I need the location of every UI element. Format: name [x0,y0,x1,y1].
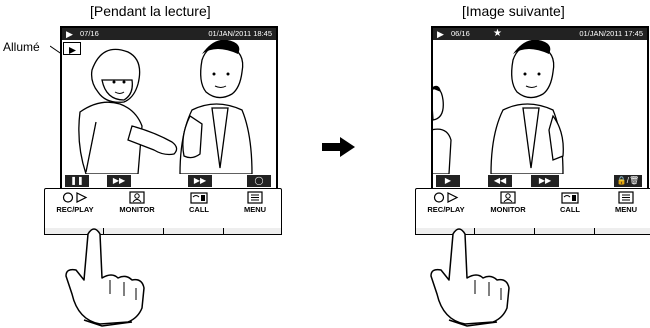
status-bar: ▶ 07/16 01/JAN/2011 18:45 [62,28,276,40]
previous-button[interactable]: ◀◀ [488,175,512,187]
call-icon [561,191,579,204]
call-icon [190,191,208,204]
visitor-image [433,40,647,174]
caption-next-image: [Image suivante] [462,3,565,19]
play-icon: ▶ [66,28,73,40]
menu-label: MENU [615,205,637,214]
fast-forward-button[interactable]: ▶▶ [107,175,131,187]
playback-controls: ❚❚ ▶▶ ▶▶ ◯ [62,174,276,188]
monitor-button[interactable]: MONITOR [488,191,528,214]
right-arrow-icon [322,136,356,158]
fast-forward-icon: ▶▶ [194,176,206,185]
pause-button[interactable]: ❚❚ [65,175,89,187]
call-label: CALL [560,205,580,214]
call-button[interactable]: CALL [179,191,219,214]
monitor-button[interactable]: MONITOR [117,191,157,214]
play-icon: ▶ [437,28,444,40]
image-datetime: 01/JAN/2011 18:45 [208,28,272,40]
pressing-hand [425,224,515,328]
monitor-icon [129,191,145,204]
pressing-hand [60,224,150,328]
menu-button[interactable]: MENU [606,191,646,214]
rec-play-button[interactable]: REC/PLAY [426,191,466,214]
image-counter: 07/16 [80,28,99,40]
rec-play-icon [431,191,461,204]
rec-play-label: REC/PLAY [56,205,93,214]
lit-indicator-label: Allumé [3,40,40,54]
next-button[interactable]: ▶▶ [531,175,559,187]
visitor-image [62,40,276,174]
caption-during-playback: [Pendant la lecture] [90,3,211,19]
monitor-label: MONITOR [119,205,154,214]
monitor-icon [500,191,516,204]
skip-back-icon: ◀◀ [494,176,506,185]
monitor-screen-next-image: ▶ 06/16 ★ 01/JAN/2011 17:45 ▶ ◀◀ ▶▶ 🔒/🗑 [431,26,649,190]
pause-icon: ❚❚ [70,176,83,185]
record-button[interactable]: ◯ [247,175,271,187]
play-icon: ▶ [445,176,451,185]
menu-label: MENU [244,205,266,214]
call-button[interactable]: CALL [550,191,590,214]
call-label: CALL [189,205,209,214]
fast-forward-icon: ▶▶ [113,176,125,185]
fast-forward-button[interactable]: ▶▶ [188,175,212,187]
menu-icon [247,191,263,204]
play-button[interactable]: ▶ [436,175,460,187]
monitor-label: MONITOR [490,205,525,214]
protect-delete-button[interactable]: 🔒/🗑 [614,175,642,187]
record-icon: ◯ [255,176,264,185]
star-icon: ★ [493,28,502,40]
image-datetime: 01/JAN/2011 17:45 [579,28,643,40]
image-counter: 06/16 [451,28,470,40]
rec-play-icon [60,191,90,204]
rec-play-label: REC/PLAY [427,205,464,214]
menu-icon [618,191,634,204]
monitor-screen-playback: ▶ 07/16 01/JAN/2011 18:45 [60,26,278,190]
rec-play-button[interactable]: REC/PLAY [55,191,95,214]
menu-button[interactable]: MENU [235,191,275,214]
skip-forward-icon: ▶▶ [539,176,551,185]
playback-controls: ▶ ◀◀ ▶▶ 🔒/🗑 [433,174,647,188]
lock-delete-icon: 🔒/🗑 [617,176,639,185]
status-bar: ▶ 06/16 ★ 01/JAN/2011 17:45 [433,28,647,40]
